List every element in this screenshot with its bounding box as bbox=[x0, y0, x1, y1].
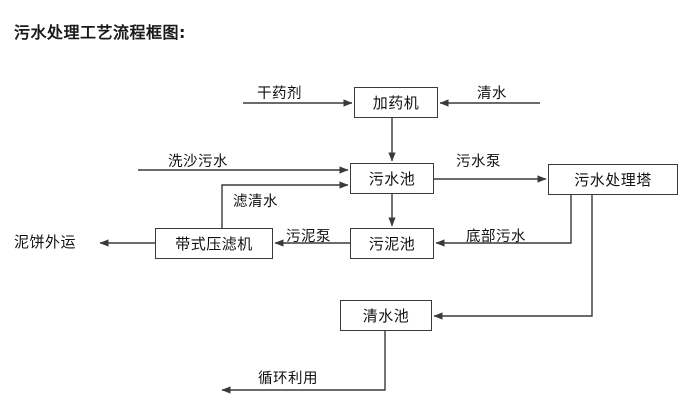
edge-clean-pool-to-recycle bbox=[221, 331, 386, 394]
edge-label-bottom-sewage: 底部污水 bbox=[466, 229, 526, 245]
edge-label-clean-water-inlet: 清水 bbox=[477, 86, 507, 102]
node-label: 清水池 bbox=[362, 307, 410, 325]
edge-label-sewage-pump: 污水泵 bbox=[456, 154, 501, 170]
edge-tower-to-clean-pool bbox=[433, 195, 593, 320]
node-label: 污泥池 bbox=[368, 235, 416, 253]
edge-label-recycle-use: 循环利用 bbox=[258, 371, 318, 387]
node-label: 加药机 bbox=[372, 94, 420, 112]
node-clean-water-pool[interactable]: 清水池 bbox=[340, 300, 432, 331]
page-title: 污水处理工艺流程框图: bbox=[14, 23, 186, 42]
node-label: 带式压滤机 bbox=[175, 235, 253, 253]
node-sewage-pool[interactable]: 污水池 bbox=[350, 163, 434, 194]
edge-filtrate-to-sewage-pool bbox=[221, 181, 349, 228]
edge-label-sludge-pump: 污泥泵 bbox=[286, 229, 331, 245]
node-treatment-tower[interactable]: 污水处理塔 bbox=[548, 164, 678, 195]
node-label: 污水处理塔 bbox=[574, 171, 652, 189]
edge-label-dry-agent: 干药剂 bbox=[257, 86, 302, 102]
node-belt-filter-press[interactable]: 带式压滤机 bbox=[155, 228, 273, 259]
edge-label-filtrate-water: 滤清水 bbox=[233, 194, 278, 210]
node-dosing-machine[interactable]: 加药机 bbox=[354, 87, 438, 118]
terminal-label-mud-cake-output: 泥饼外运 bbox=[14, 233, 77, 251]
node-sludge-pool[interactable]: 污泥池 bbox=[350, 228, 434, 259]
node-label: 污水池 bbox=[368, 170, 416, 188]
edge-tower-to-sludge-pool bbox=[435, 195, 572, 247]
edge-label-sand-wash-sewage: 洗沙污水 bbox=[168, 154, 228, 170]
